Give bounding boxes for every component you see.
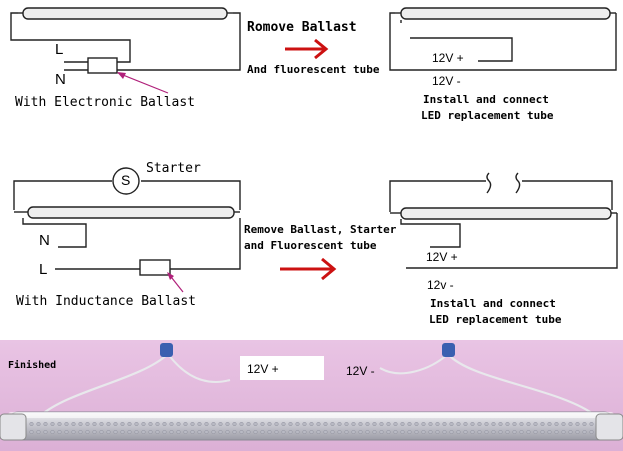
ballast-pointer [117,72,169,94]
starter-symbol-circle [112,167,140,195]
starter-caption: Starter [146,161,201,176]
minus-12v-label-photo: 12V - [346,364,375,378]
install-instruction-top-line1: Install and connect [423,93,549,106]
plus-12v-label-middle: 12V + [426,250,458,264]
fluorescent-tube-middle [27,206,235,219]
wire-cap-minus [442,343,455,357]
plus-12v-label-top: 12V + [432,51,464,65]
electronic-ballast-box [87,57,118,74]
led-wire-right [447,353,597,417]
install-instruction-top-line2: LED replacement tube [421,109,554,122]
step-remove-starter-line2: and Fluorescent tube [244,239,377,252]
install-instruction-middle-line1: Install and connect [430,297,556,310]
phase-label-L-top: L [55,41,64,58]
starter-symbol-letter: S [121,172,131,188]
minus-12v-label-top: 12V - [432,74,461,88]
inductance-ballast-circuit [13,167,618,293]
wire-cap-plus [160,343,173,357]
inductance-ballast-box [139,259,171,276]
phase-label-N-middle: N [39,232,50,249]
install-instruction-middle-line2: LED replacement tube [429,313,562,326]
electronic-ballast-caption: With Electronic Ballast [15,95,196,110]
remove-arrow-top [285,38,329,60]
step-remove-ballast-line2: And fluorescent tube [247,63,380,76]
electronic-ballast-circuit [10,7,617,94]
finished-label: Finished [8,360,57,371]
remove-arrow-middle [280,257,337,281]
inductance-ballast-caption: With Inductance Ballast [16,294,197,309]
step-remove-starter-line1: Remove Ballast, Starter [244,223,397,236]
led-wire-left [39,353,169,417]
plus-label-backing [240,356,324,380]
finished-led-tube-photo: 12V + 12V - Finished [0,340,623,451]
tube-end-cap-left [0,413,27,441]
tube-end-cap-right [595,413,623,441]
minus-12v-label-middle: 12v - [427,278,454,292]
step-remove-ballast-line1: Romove Ballast [247,20,357,35]
plus-12v-label-photo: 12V + [247,362,279,376]
phase-label-N-top: N [55,71,66,88]
fixture-tube-slot-middle [400,207,612,220]
phase-label-L-middle: L [39,261,48,278]
